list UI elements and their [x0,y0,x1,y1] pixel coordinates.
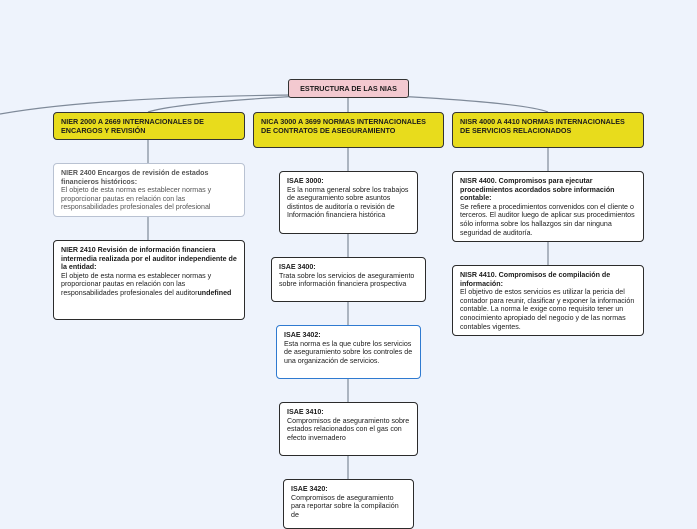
root-label: ESTRUCTURA DE LAS NIAS [300,84,397,93]
category-nier-label: NIER 2000 A 2669 INTERNACIONALES DE ENCA… [61,117,204,135]
isae-3402-title: ISAE 3402: [284,331,321,339]
link-root-nisr [394,95,549,113]
isae-3410-node[interactable]: ISAE 3410: Compromisos de aseguramiento … [279,402,418,456]
link-root-offscreen [0,94,293,115]
category-nisr-label: NISR 4000 A 4410 NORMAS INTERNACIONALES … [460,117,625,135]
nisr-4410-node[interactable]: NISR 4410. Compromisos de compilación de… [452,265,644,336]
category-nica[interactable]: NICA 3000 A 3699 NORMAS INTERNACIONALES … [253,112,444,148]
nier-2410-body: El objeto de esta norma es establecer no… [61,271,212,297]
isae-3420-title: ISAE 3420: [291,485,328,493]
isae-3400-body: Trata sobre los servicios de aseguramien… [279,271,415,289]
nier-2410-node[interactable]: NIER 2410 Revisión de información financ… [53,240,245,320]
nier-2400-body: El objeto de esta norma es establecer no… [61,186,212,212]
nier-2410-title: NIER 2410 Revisión de información financ… [61,246,237,272]
isae-3402-node[interactable]: ISAE 3402: Esta norma es la que cubre lo… [276,325,421,379]
nisr-4410-body: El objetivo de estos servicios es utiliz… [460,288,635,331]
nisr-4400-body: Se refiere a procedimientos convenidos c… [460,202,635,237]
isae-3000-node[interactable]: ISAE 3000: Es la norma general sobre los… [279,171,418,234]
isae-3410-title: ISAE 3410: [287,408,324,416]
isae-3000-body: Es la norma general sobre los trabajos d… [287,185,409,220]
nier-2400-title: NIER 2400 Encargos de revisión de estado… [61,169,209,186]
root-node[interactable]: ESTRUCTURA DE LAS NIAS [288,79,409,98]
isae-3400-node[interactable]: ISAE 3400: Trata sobre los servicios de … [271,257,426,302]
nier-2410-tail: undefined [197,288,232,297]
nier-2400-node[interactable]: NIER 2400 Encargos de revisión de estado… [53,163,245,217]
isae-3420-body: Compromisos de aseguramiento para report… [291,493,399,519]
nisr-4410-title: NISR 4410. Compromisos de compilación de… [460,271,611,288]
isae-3400-title: ISAE 3400: [279,263,316,271]
category-nisr[interactable]: NISR 4000 A 4410 NORMAS INTERNACIONALES … [452,112,644,148]
category-nica-label: NICA 3000 A 3699 NORMAS INTERNACIONALES … [261,117,426,135]
isae-3402-body: Esta norma es la que cubre los servicios… [284,339,413,365]
nisr-4400-node[interactable]: NISR 4400. Compromisos para ejecutar pro… [452,171,644,242]
link-root-nier [147,95,301,113]
nisr-4400-title: NISR 4400. Compromisos para ejecutar pro… [460,177,615,203]
category-nier[interactable]: NIER 2000 A 2669 INTERNACIONALES DE ENCA… [53,112,245,140]
isae-3420-node[interactable]: ISAE 3420: Compromisos de aseguramiento … [283,479,414,529]
isae-3410-body: Compromisos de aseguramiento sobre estad… [287,416,410,442]
isae-3000-title: ISAE 3000: [287,177,324,185]
